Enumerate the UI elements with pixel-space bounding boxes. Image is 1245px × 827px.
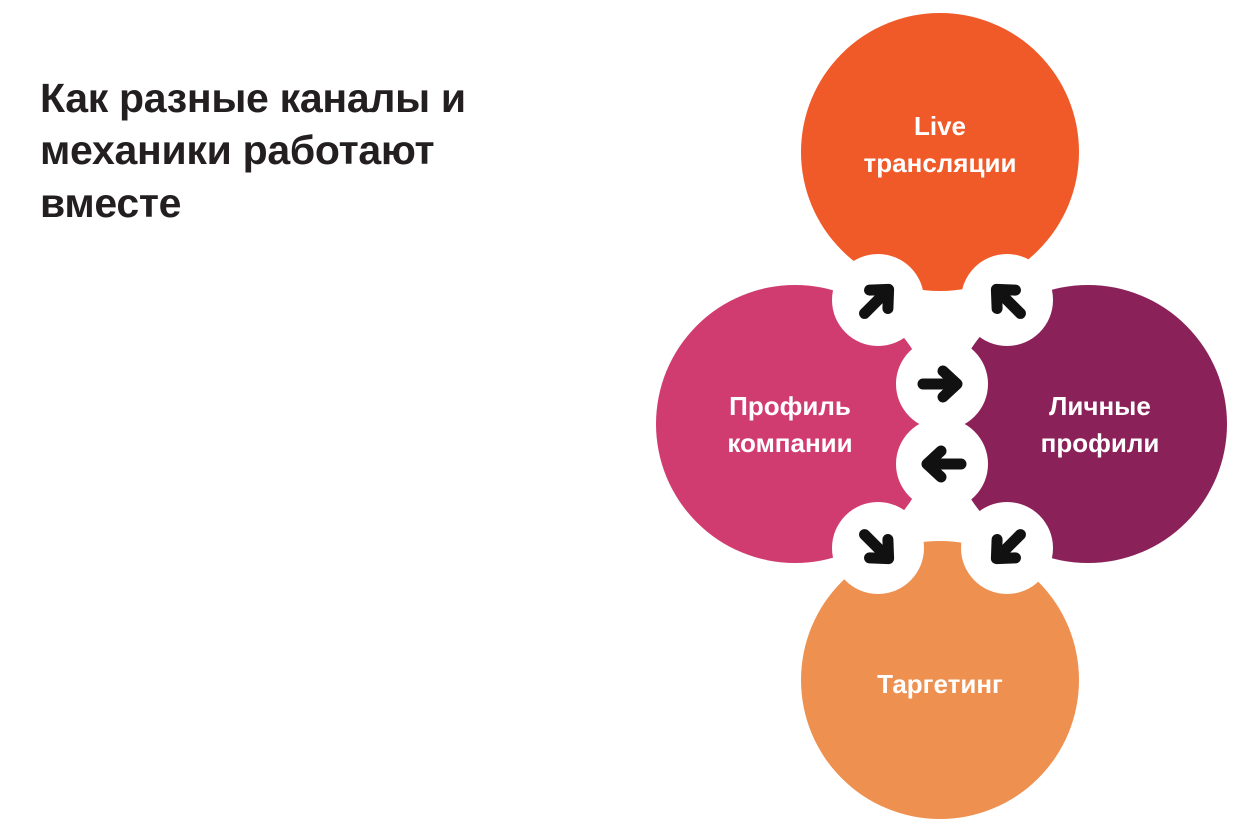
node-live-label-line1: Live: [914, 111, 966, 141]
node-personal-profiles-label-line2: профили: [1041, 428, 1160, 458]
arrow-down-left-icon: [990, 529, 1026, 565]
arrow-up-left-icon: [990, 283, 1026, 319]
arrow-down-right-icon: [859, 529, 895, 565]
arrow-left-icon: [921, 445, 967, 483]
arrow-right-icon: [917, 365, 963, 403]
connector-left-to-top[interactable]: [840, 262, 916, 338]
connector-right-to-top[interactable]: [969, 262, 1045, 338]
node-company-profile-circle[interactable]: [656, 285, 934, 563]
node-targeting-circle[interactable]: [801, 541, 1079, 819]
page-title: Как разные каналы и механики работают вм…: [40, 75, 466, 226]
arrow-up-right-icon: [859, 283, 895, 319]
node-personal-profiles-circle[interactable]: [949, 285, 1227, 563]
node-live-label-line2: трансляции: [864, 148, 1017, 178]
node-live-circle[interactable]: [801, 13, 1079, 291]
node-personal-profiles-label-line1: Личные: [1049, 391, 1151, 421]
connector-right-to-bottom[interactable]: [969, 510, 1045, 586]
connector-left-to-bottom[interactable]: [840, 510, 916, 586]
node-company-profile-label-line2: компании: [727, 428, 852, 458]
node-targeting-label-line1: Таргетинг: [877, 669, 1003, 699]
connector-right-to-left[interactable]: [904, 426, 980, 502]
connector-left-to-right[interactable]: [904, 346, 980, 422]
channel-cycle-diagram: Live трансляции Профиль компании Личные …: [640, 0, 1245, 827]
node-company-profile-label-line1: Профиль: [729, 391, 851, 421]
